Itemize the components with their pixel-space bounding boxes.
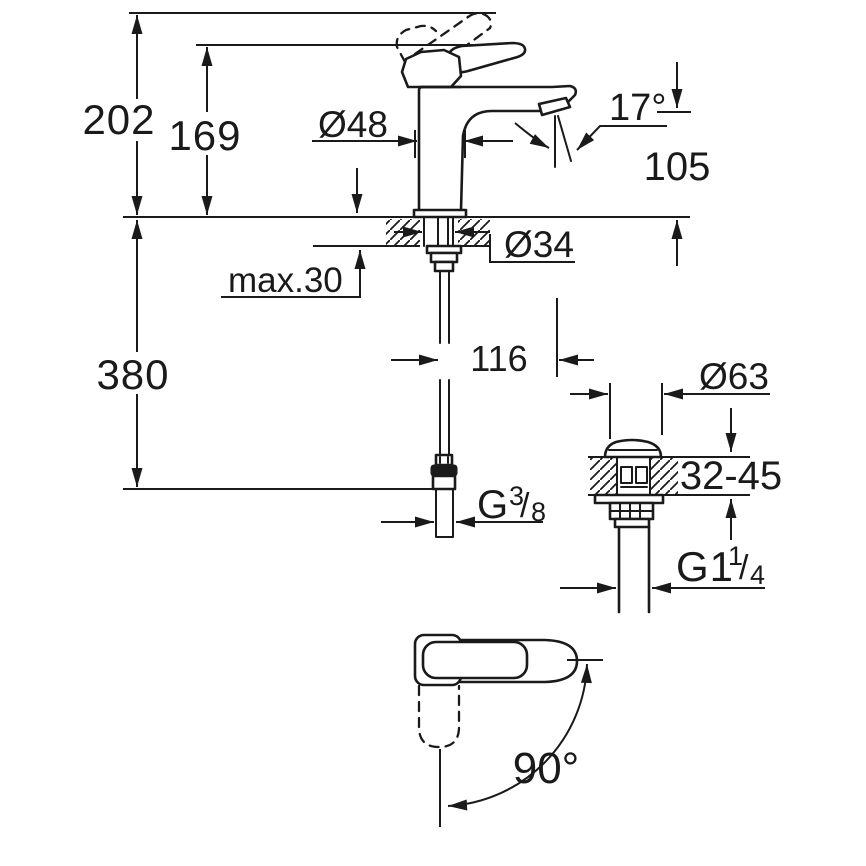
pop-up-waste: [588, 438, 750, 614]
waste-thread-denominator: 4: [750, 560, 765, 590]
handle-knuckle: [400, 48, 463, 89]
aerator: [537, 96, 572, 117]
supply-thread-numerator: 3: [509, 481, 524, 511]
shank-walls: [423, 217, 454, 247]
dimension-spout-height: 105: [644, 62, 711, 266]
hose-lower: [439, 379, 450, 456]
dim-105-label: 105: [644, 145, 711, 189]
dim-116-label: 116: [470, 338, 527, 379]
base-plate: [412, 208, 468, 219]
dimension-body-diameter: Ø48: [312, 104, 513, 147]
waste-deck-hatch-left: [590, 458, 617, 495]
annotation-spout-angle: 17°: [514, 87, 691, 151]
leader-line: [489, 234, 575, 263]
angle-arc-arrow: [514, 122, 550, 149]
spout-underside-outline: [459, 109, 542, 212]
waste-tailpipe: [617, 525, 651, 614]
dimension-hose-length: 380: [96, 220, 169, 487]
supply-nipple: [435, 488, 454, 538]
dim-380-label: 380: [96, 351, 169, 398]
dim-max30-label: max.30: [228, 261, 343, 300]
dimension-hole-diameter: Ø34: [394, 224, 575, 265]
dimension-deck-thickness: max.30: [221, 168, 366, 300]
supply-thread-denominator: 8: [531, 497, 546, 527]
dim-32-45-label: 32-45: [680, 454, 782, 498]
mounting-nut: [429, 251, 459, 264]
dimension-waste-deck-range: 32-45: [680, 408, 782, 540]
handle-rotated-dashed: [417, 684, 461, 749]
dim-90deg-label: 90°: [513, 744, 580, 793]
dimension-waste-thread: G1 1 / 4: [560, 541, 765, 594]
dim-o34-label: Ø34: [504, 224, 574, 265]
extension-lines-top: [123, 12, 690, 490]
supply-thread-slash: /: [520, 487, 530, 525]
hose-upper: [439, 270, 450, 344]
dimension-overall-height: 202: [82, 15, 155, 215]
waste-nut-slots: [609, 502, 654, 520]
water-stream: [554, 115, 572, 168]
dim-17deg-label: 17°: [609, 87, 666, 129]
overflow-slot: [620, 466, 633, 484]
overflow-slot: [635, 466, 648, 484]
mounting-taper: [433, 260, 455, 273]
dimension-spout-projection: 116: [391, 298, 594, 379]
faucet-front-view: [395, 12, 578, 219]
handle-lever: [400, 41, 527, 89]
dim-o63-label: Ø63: [699, 356, 769, 397]
dim-202-label: 202: [82, 96, 155, 143]
waste-collar: [613, 517, 651, 529]
hose-end-connector: [430, 453, 458, 491]
waste-body-walls: [616, 457, 651, 495]
waste-thread-numerator: 1: [728, 541, 743, 571]
dim-169-label: 169: [168, 112, 241, 159]
dimension-supply-thread: G 3 / 8: [381, 481, 546, 528]
extension-lines: [609, 383, 663, 439]
dim-o48-label: Ø48: [318, 104, 388, 145]
lever-inner-surface: [421, 640, 529, 680]
waste-thread-prefix: G1: [676, 543, 734, 590]
swivel-arc: [447, 663, 592, 811]
faucet-body-spout: [412, 84, 578, 219]
dimension-waste-flange: Ø63: [570, 356, 770, 439]
dimension-handle-height: 169: [168, 47, 241, 215]
spout-top-outline: [417, 84, 578, 212]
leader-arrow: [576, 125, 667, 151]
waste-thread-slash: /: [739, 549, 749, 587]
handle-top-view: 90°: [413, 633, 603, 827]
waste-deck-hatch-right: [650, 458, 678, 495]
supply-thread-prefix: G: [477, 483, 508, 527]
waste-push-cap: [603, 438, 663, 459]
